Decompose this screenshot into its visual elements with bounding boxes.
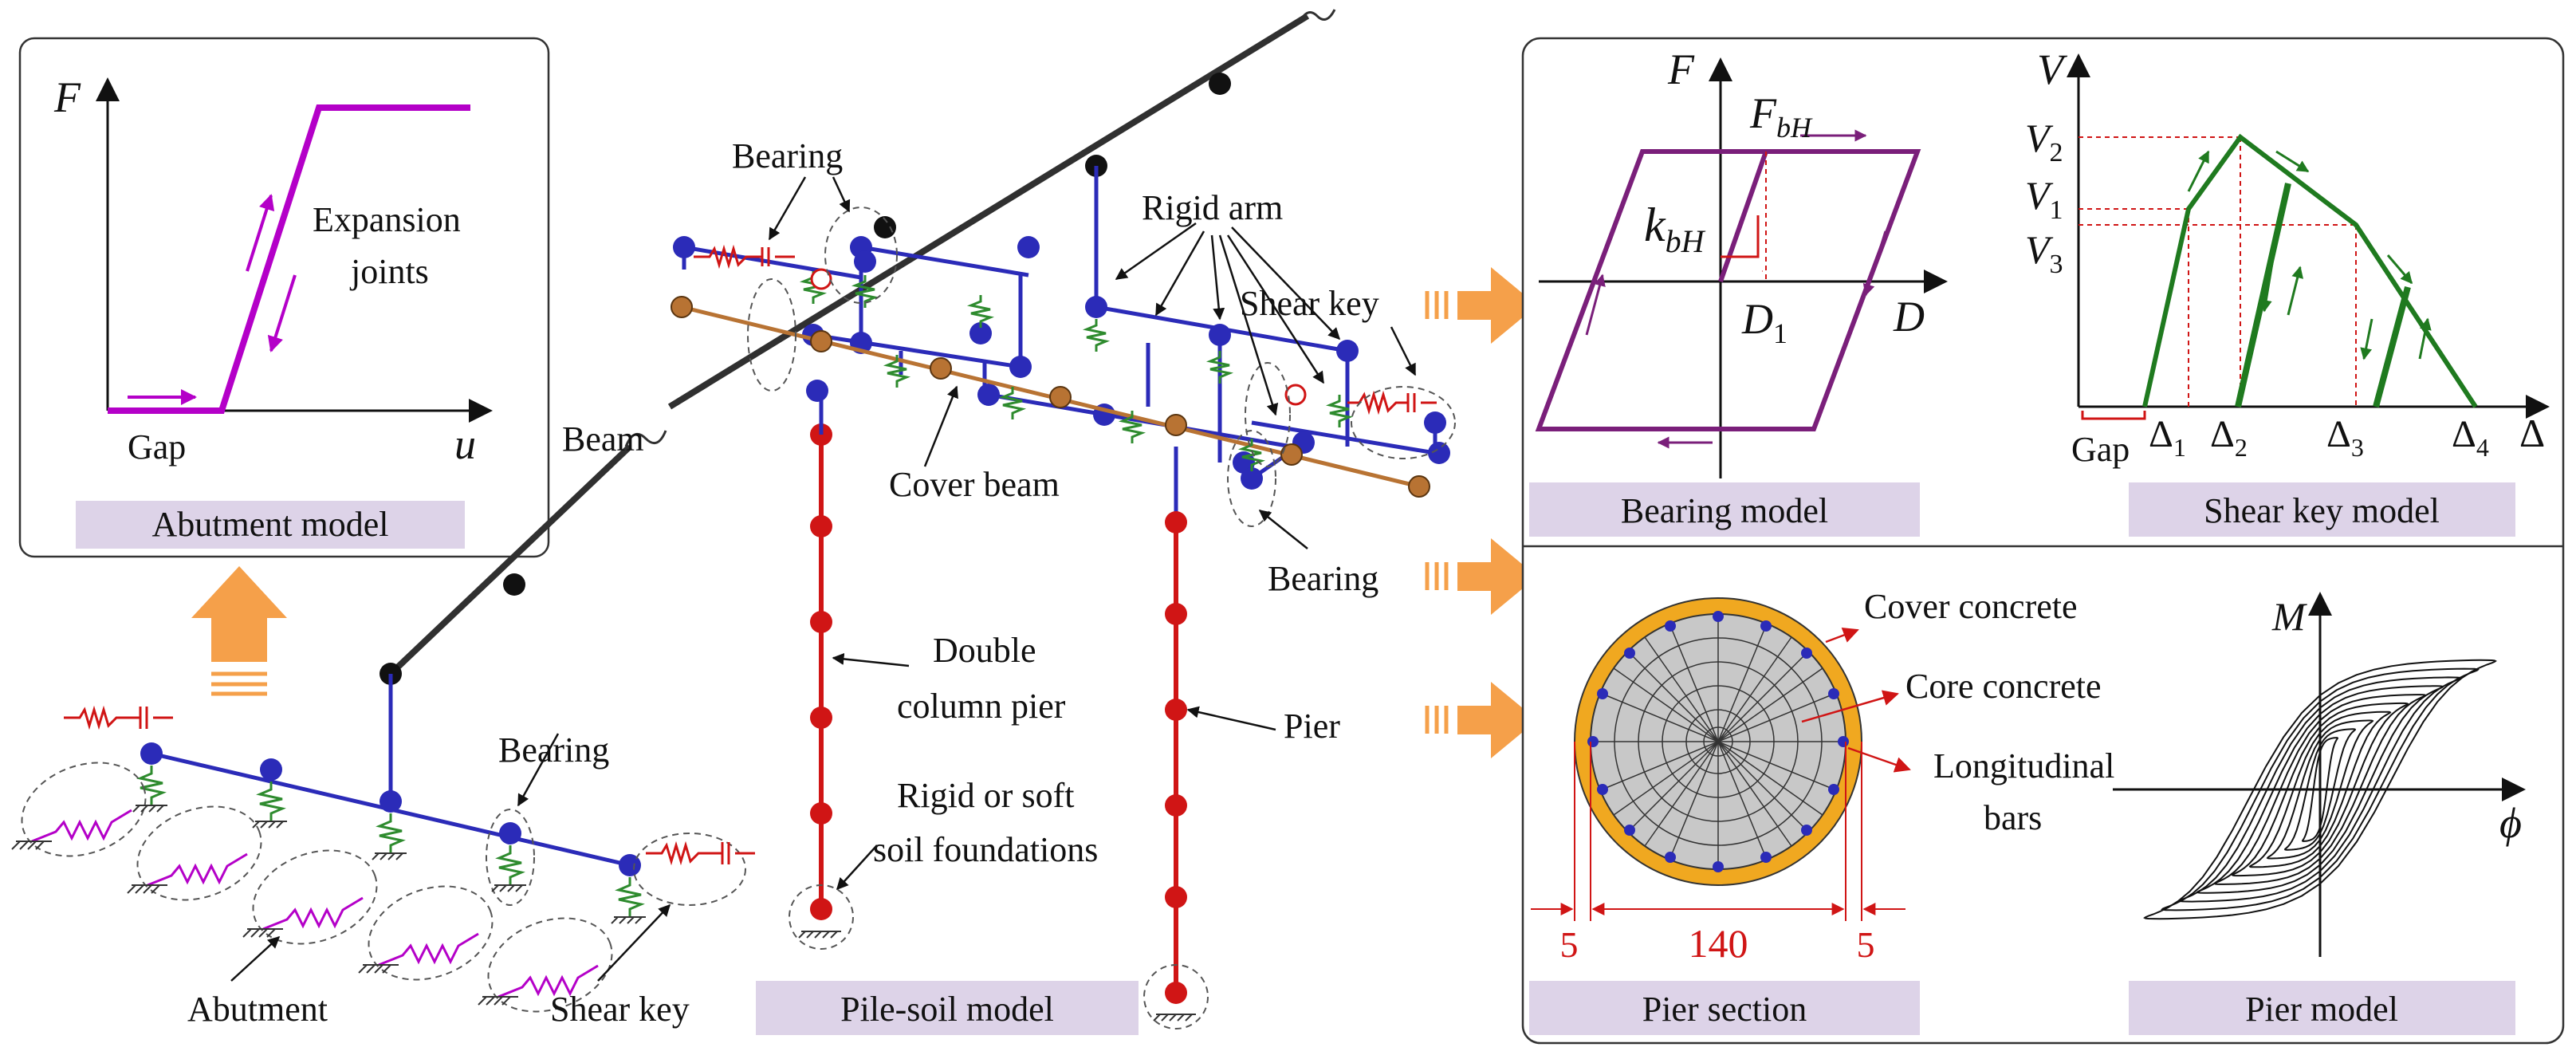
shear-key-label-top: Shear key (1240, 284, 1379, 323)
bridge-global-model: Beam Bearing Rigid arm Shear key Cover b… (11, 9, 1456, 1035)
y-tick-v3: V (2025, 227, 2054, 272)
shear-key-model: V Δ V2 V1 V3 Δ1 Δ2 Δ3 Δ4 Gap Shear key m… (2025, 45, 2550, 537)
abutment-model-panel: F u Gap Expansion joints Abutment model (18, 37, 550, 558)
hysteresis-loop (2301, 737, 2339, 842)
abutment-model-caption: Abutment model (152, 505, 389, 544)
hysteresis-loop (2143, 659, 2497, 920)
bearing-label-top: Bearing (732, 136, 843, 175)
x-tick-d4: Δ (2452, 413, 2476, 455)
svg-text:Δ4: Δ4 (2452, 413, 2489, 462)
y-tick-v1: V (2025, 173, 2054, 218)
hysteresis-loop (2283, 728, 2357, 851)
pier-model-caption: Pier model (2245, 990, 2398, 1029)
hysteresis-loop (2196, 685, 2444, 894)
pier-section-caption: Pier section (1642, 990, 1807, 1029)
dim-mid: 140 (1689, 921, 1748, 966)
x-tick-d3: Δ (2326, 413, 2351, 455)
hysteresis-loop (2248, 711, 2392, 868)
bearing-force-label: F (1749, 89, 1777, 137)
y-tick-v2: V (2025, 116, 2054, 160)
pier-axis-x: ϕ (2499, 799, 2522, 847)
dim-right: 5 (1857, 924, 1875, 965)
bearing-model: F D FbH kbH D1 Bearing model (1529, 45, 1948, 537)
bearing-model-caption: Bearing model (1621, 491, 1828, 530)
shear-key-label-bottom: Shear key (550, 990, 690, 1029)
cover-concrete-label: Cover concrete (1864, 587, 2078, 626)
pier-label: Pier (1284, 707, 1340, 746)
x-tick-d2: Δ (2210, 413, 2235, 455)
shear-key-gap-label: Gap (2071, 430, 2130, 469)
abutment-gap-label: Gap (128, 427, 186, 467)
shear-key-axis-y: V (2037, 45, 2068, 93)
hysteresis-loop (2178, 676, 2462, 903)
svg-text:Δ3: Δ3 (2326, 413, 2364, 462)
hysteresis-loop (2266, 719, 2374, 860)
bearing-disp-label: D (1741, 295, 1773, 343)
x-tick-d1: Δ (2149, 413, 2173, 455)
bearing-label-bottom: Bearing (498, 730, 609, 770)
hysteresis-loop (2231, 702, 2409, 877)
cover-beam-label: Cover beam (889, 465, 1060, 504)
abutment-axis-x: u (454, 420, 476, 468)
double-pier-label-2: column pier (897, 687, 1066, 726)
svg-text:D1: D1 (1741, 295, 1787, 349)
svg-text:kbH: kbH (1644, 199, 1706, 259)
bars-label-2: bars (1984, 798, 2042, 837)
pier-model: M ϕ Pier model (2113, 592, 2526, 1035)
double-pier-label-1: Double (933, 631, 1036, 670)
beam-label: Beam (562, 419, 644, 459)
bearing-label-right: Bearing (1268, 559, 1378, 598)
bearing-force-sub: bH (1776, 112, 1813, 144)
bearing-axis-x: D (1893, 293, 1925, 341)
foundation-label-1: Rigid or soft (897, 776, 1074, 815)
pile-soil-caption: Pile-soil model (840, 990, 1054, 1029)
svg-text:V3: V3 (2025, 227, 2063, 279)
bearing-axis-y: F (1667, 45, 1695, 93)
svg-text:V1: V1 (2025, 173, 2063, 225)
orange-arrows-right (1425, 267, 1537, 758)
shear-key-caption: Shear key model (2204, 491, 2440, 530)
hysteresis-loop (2161, 667, 2480, 911)
svg-text:Δ2: Δ2 (2210, 413, 2248, 462)
foundation-label-2: soil foundations (873, 830, 1098, 869)
shear-key-curve (2142, 133, 2478, 408)
pier-axis-y: M (2271, 594, 2307, 639)
svg-text:V2: V2 (2025, 116, 2063, 167)
rigid-arm-label: Rigid arm (1142, 188, 1283, 227)
expansion-label-1: Expansion (313, 200, 461, 239)
orange-arrow-up (191, 566, 287, 696)
bearing-stiffness-sub: bH (1666, 223, 1706, 259)
bearing-stiffness-label: k (1644, 199, 1666, 251)
pier-section: Cover concrete Core concrete Longitudina… (1529, 587, 2114, 1035)
core-concrete-label: Core concrete (1905, 667, 2102, 706)
bars-label-1: Longitudinal (1933, 746, 2114, 785)
abutment-axis-y: F (53, 73, 81, 121)
shear-key-axis-x: Δ (2519, 411, 2545, 455)
abutment-curve (108, 104, 470, 414)
dim-left: 5 (1560, 924, 1579, 965)
abutment-label: Abutment (187, 990, 328, 1029)
svg-text:Δ1: Δ1 (2149, 413, 2186, 462)
bearing-disp-sub: 1 (1773, 317, 1787, 349)
hysteresis-loop (2213, 694, 2427, 885)
expansion-label-2: joints (349, 252, 429, 291)
svg-text:FbH: FbH (1749, 89, 1813, 144)
